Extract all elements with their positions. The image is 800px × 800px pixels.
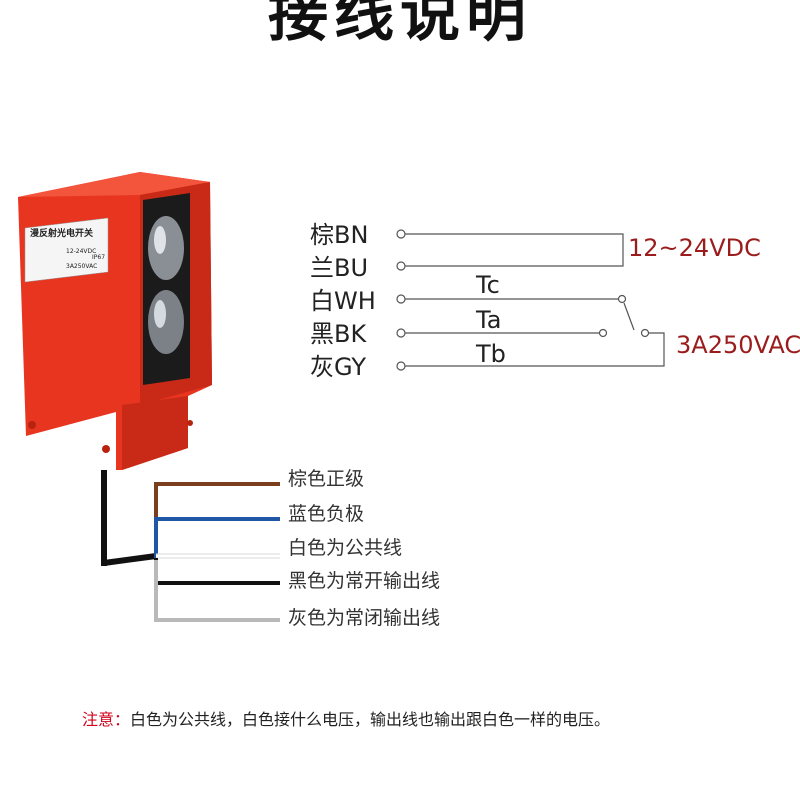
wire-label-blue: 蓝色负极 bbox=[288, 503, 365, 525]
wire-label-white: 白色为公共线 bbox=[288, 537, 403, 559]
screw-hole bbox=[187, 420, 193, 426]
terminal-bk bbox=[396, 328, 406, 338]
terminal-label-bn: 棕BN bbox=[310, 221, 369, 249]
receiver-lens-highlight bbox=[154, 300, 166, 328]
sensor-label-sticker bbox=[24, 217, 109, 283]
supply-voltage-label: 12~24VDC bbox=[628, 234, 761, 262]
wiring-note: 注意：白色为公共线，白色接什么电压，输出线也输出跟白色一样的电压。 bbox=[82, 706, 610, 730]
sensor-label-voltage: 12-24VDC bbox=[66, 248, 97, 255]
terminal-bn bbox=[396, 229, 406, 239]
supply-bracket bbox=[405, 233, 624, 267]
terminal-label-wh: 白WH bbox=[310, 287, 376, 315]
relay-no-contact bbox=[598, 328, 608, 338]
sensor-label-title: 漫反射光电开关 bbox=[30, 229, 94, 239]
terminal-wh bbox=[396, 294, 406, 304]
emitter-lens bbox=[148, 216, 184, 280]
wire-label-brown: 棕色正级 bbox=[288, 468, 365, 490]
relay-nc-contact bbox=[640, 328, 650, 338]
contact-rating-label: 3A250VAC bbox=[676, 331, 800, 359]
sensor-label-rating: 3A250VAC bbox=[66, 263, 98, 270]
nc-bracket bbox=[405, 332, 665, 367]
relay-common-contact bbox=[617, 294, 627, 304]
sensor-top-face bbox=[18, 172, 210, 197]
terminal-label-bu: 兰BU bbox=[310, 254, 369, 282]
terminal-label-gy: 灰GY bbox=[310, 353, 367, 381]
wire-label-gray: 灰色为常闭输出线 bbox=[288, 607, 441, 629]
note-prefix: 注意： bbox=[82, 710, 131, 729]
receiver-lens bbox=[148, 290, 184, 354]
note-text: 白色为公共线，白色接什么电压，输出线也输出跟白色一样的电压。 bbox=[130, 710, 611, 729]
relay-switch-arm bbox=[623, 302, 635, 331]
terminal-label-bk: 黑BK bbox=[310, 320, 367, 348]
sensor-label-ip: IP67 bbox=[92, 254, 106, 261]
wire-bundle bbox=[154, 482, 280, 622]
sensor-lower-face bbox=[122, 396, 188, 470]
relay-label-tc: Tc bbox=[476, 271, 500, 299]
wire-blue bbox=[154, 517, 280, 558]
emitter-lens-highlight bbox=[154, 226, 166, 254]
photoelectric-sensor bbox=[18, 172, 212, 470]
wire-black bbox=[154, 558, 280, 585]
wire-gray bbox=[154, 560, 280, 622]
screw-hole bbox=[28, 421, 36, 429]
relay-label-tb: Tb bbox=[476, 340, 506, 368]
terminal-bu bbox=[396, 261, 406, 271]
page-title: 接线说明 bbox=[268, 0, 532, 50]
relay-label-ta: Ta bbox=[476, 306, 502, 334]
terminal-schematic bbox=[396, 229, 665, 371]
wire-label-black: 黑色为常开输出线 bbox=[288, 570, 441, 592]
terminal-gy bbox=[396, 361, 406, 371]
screw-hole bbox=[102, 445, 110, 453]
sensor-cable bbox=[101, 470, 157, 566]
